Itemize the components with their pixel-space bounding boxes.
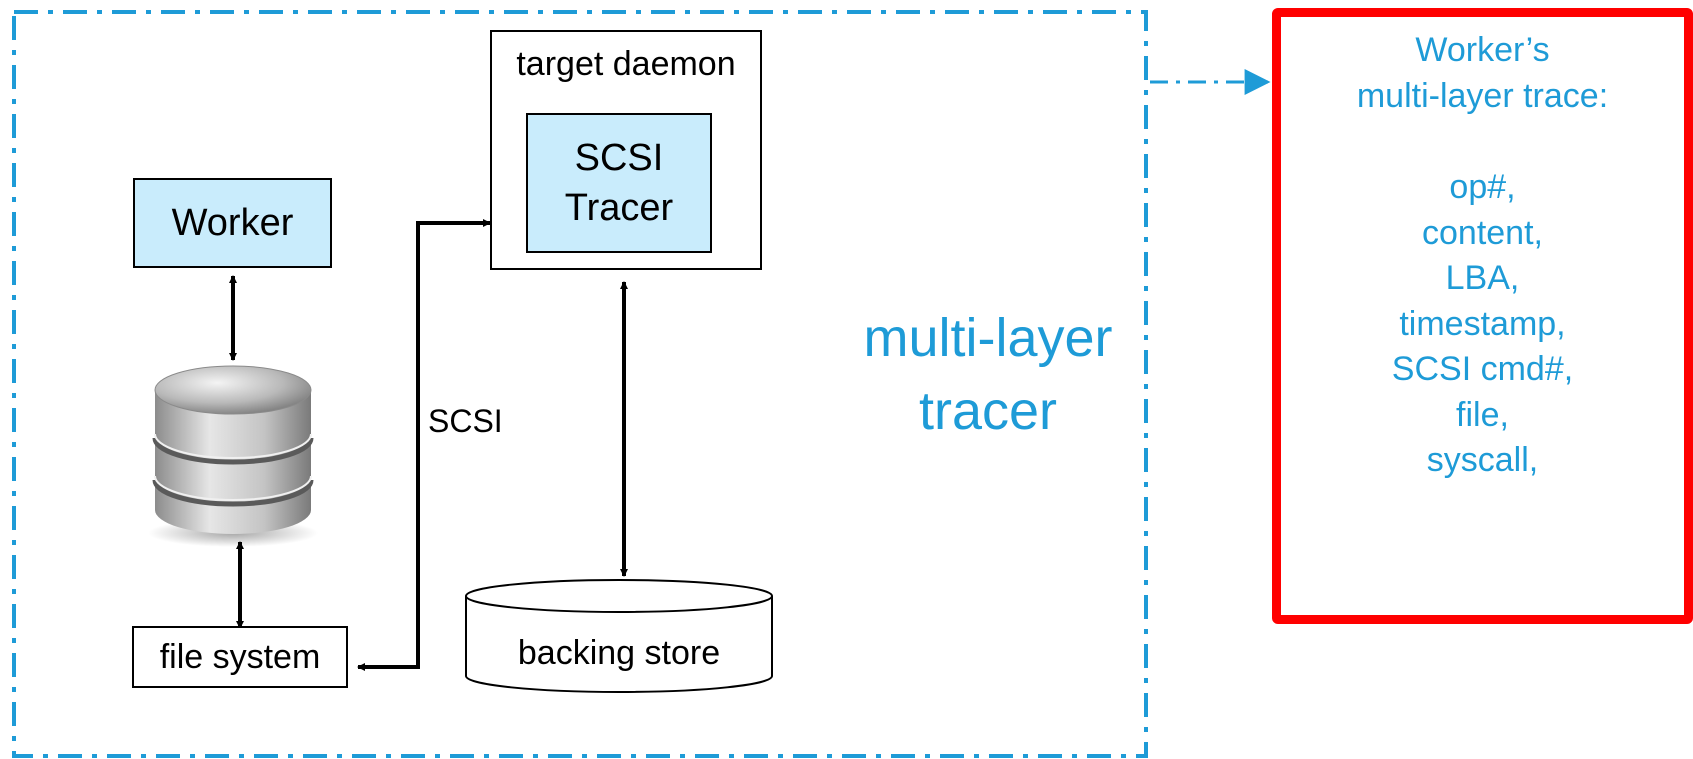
file-system-label: file system — [159, 637, 321, 676]
scsi-tracer-line-2: Tracer — [564, 187, 674, 229]
trace-field: op#, — [1449, 168, 1516, 207]
tracer-label: multi-layer tracer — [838, 300, 1138, 450]
trace-panel-content: Worker’s multi-layer trace: op#, content… — [1281, 28, 1684, 598]
database-icon — [148, 365, 318, 547]
backing-store-cylinder — [465, 579, 773, 693]
trace-field: LBA, — [1445, 259, 1520, 298]
scsi-edge-label: SCSI — [428, 402, 503, 439]
worker-label: Worker — [171, 201, 294, 244]
trace-title-line-2: multi-layer trace: — [1356, 76, 1609, 115]
tracer-boundary — [12, 10, 1148, 758]
trace-field: SCSI cmd#, — [1391, 350, 1574, 389]
scsi-tracer-line-1: SCSI — [574, 136, 664, 179]
scsi-path-arrow — [357, 219, 491, 671]
trace-field: syscall, — [1426, 441, 1539, 480]
scsi-tracer-label: SCSI Tracer — [526, 113, 712, 253]
trace-field: file, — [1456, 395, 1509, 434]
target-daemon-label: target daemon — [516, 44, 736, 83]
trace-field: content, — [1422, 213, 1543, 252]
scsi-tracer-box — [526, 113, 712, 253]
tracer-label-line-2: tracer — [918, 381, 1058, 441]
worker-box — [133, 178, 332, 268]
trace-field: timestamp, — [1399, 304, 1566, 343]
backing-store-label: backing store — [517, 633, 721, 672]
file-system-box — [132, 626, 348, 688]
trace-title-line-1: Worker’s — [1415, 31, 1550, 69]
trace-panel — [1272, 8, 1693, 624]
tracer-label-line-1: multi-layer — [863, 308, 1113, 369]
